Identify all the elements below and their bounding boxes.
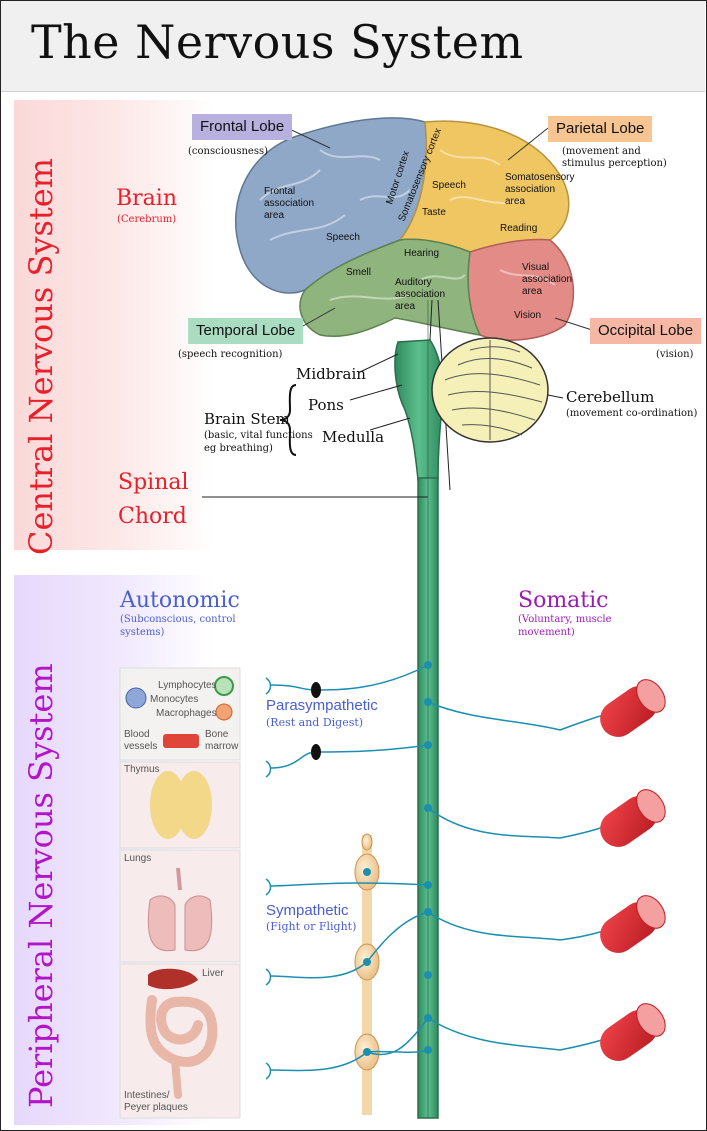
autonomic-label: Autonomic	[120, 588, 240, 613]
somatic-desc-1: (Voluntary, muscle	[518, 614, 612, 625]
cerebellum-label: Cerebellum	[566, 388, 654, 406]
temporal-lobe-tag: Temporal Lobe	[188, 318, 303, 344]
speech-frontal-label: Speech	[326, 232, 360, 243]
autonomic-desc-2: systems)	[120, 627, 164, 638]
lymphocytes-label: Lymphocytes	[158, 680, 217, 691]
parasympathetic-label: Parasympathetic	[266, 697, 378, 714]
macrophages-label: Macrophages	[156, 708, 217, 719]
lungs-label: Lungs	[124, 853, 151, 864]
occipital-lobe-tag: Occipital Lobe	[590, 318, 701, 344]
somatic-desc-2: movement)	[518, 627, 575, 638]
muscle-fibres	[593, 674, 671, 1068]
vessels-label: vessels	[124, 741, 157, 752]
pons-label: Pons	[308, 396, 344, 414]
sympathetic-chain	[355, 834, 379, 1115]
marrow-label: marrow	[205, 741, 238, 752]
brainstem-illustration	[395, 300, 450, 1118]
midbrain-label: Midbrain	[296, 365, 366, 383]
parietal-lobe-desc-1: (movement and	[562, 146, 641, 157]
hearing-label: Hearing	[404, 248, 439, 259]
parasympathetic-desc: (Rest and Digest)	[266, 716, 363, 729]
blood-label: Blood	[124, 729, 150, 740]
occipital-lobe-desc: (vision)	[656, 349, 693, 360]
taste-label: Taste	[422, 207, 446, 218]
parietal-lobe-desc-2: stimulus perception)	[562, 158, 667, 169]
cerebellum-illustration	[432, 338, 563, 442]
brainstem-desc-1: (basic, vital functions	[204, 430, 313, 441]
brain-sub-label: (Cerebrum)	[117, 214, 176, 225]
sympathetic-label: Sympathetic	[266, 902, 349, 919]
cerebellum-desc: (movement co-ordination)	[566, 408, 697, 419]
frontal-lobe-desc: (consciousness)	[188, 146, 268, 157]
brainstem-desc-2: eg breathing)	[204, 443, 273, 454]
temporal-lobe-desc: (speech recognition)	[178, 349, 282, 360]
frontal-lobe-tag: Frontal Lobe	[192, 114, 292, 140]
thymus-label: Thymus	[124, 764, 160, 775]
autonomic-desc-1: (Subconscious, control	[120, 614, 236, 625]
speech-parietal-label: Speech	[432, 180, 466, 191]
intestines-label-1: Intestines/	[124, 1090, 170, 1101]
sympathetic-desc: (Fight or Flight)	[266, 920, 356, 933]
reading-label: Reading	[500, 223, 537, 234]
medulla-label: Medulla	[322, 428, 384, 446]
spinal-label-1: Spinal	[118, 470, 189, 495]
liver-label: Liver	[202, 968, 224, 979]
parietal-lobe-tag: Parietal Lobe	[548, 116, 652, 142]
spinal-label-2: Chord	[118, 504, 187, 529]
smell-label: Smell	[346, 267, 371, 278]
brainstem-label: Brain Stem	[204, 410, 290, 428]
bone-label: Bone	[205, 729, 228, 740]
brain-label: Brain	[116, 186, 177, 211]
vision-label: Vision	[514, 310, 541, 321]
monocytes-label: Monocytes	[150, 694, 198, 705]
somatic-label: Somatic	[518, 588, 609, 613]
intestines-label-2: Peyer plaques	[124, 1102, 188, 1113]
